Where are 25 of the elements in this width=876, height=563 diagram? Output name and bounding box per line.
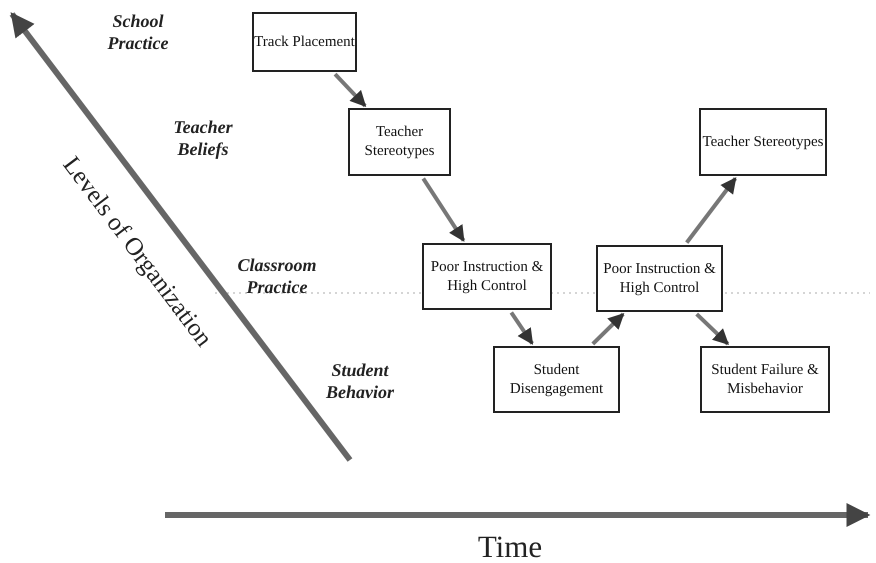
- arrow: [695, 312, 730, 346]
- level-label: Teacher Beliefs: [172, 116, 234, 160]
- arrow: [422, 177, 466, 242]
- process-box: [252, 12, 357, 72]
- box-text: Poor Instruction & High Control: [602, 260, 717, 298]
- arrow: [591, 312, 625, 346]
- level-label: Classroom Practice: [236, 254, 318, 298]
- process-box: [422, 243, 552, 310]
- axis-title: Time: [476, 530, 544, 563]
- box-text: Poor Instruction & High Control: [430, 258, 544, 296]
- level-label: School Practice: [106, 10, 170, 54]
- process-box: [596, 245, 723, 312]
- arrow: [334, 72, 367, 108]
- arrow: [510, 311, 534, 345]
- box-text: Teacher Stereotypes: [364, 123, 436, 161]
- level-label: Student Behavior: [324, 359, 396, 403]
- process-box: [700, 346, 830, 413]
- process-box: [348, 108, 451, 176]
- box-text: Student Disengagement: [508, 360, 604, 398]
- box-text: Track Placement: [254, 32, 355, 52]
- process-box: [699, 108, 827, 176]
- box-text: Teacher Stereotypes: [702, 132, 824, 152]
- arrow: [685, 177, 737, 244]
- box-text: Student Failure & Misbehavior: [710, 360, 820, 398]
- process-box: [493, 346, 620, 413]
